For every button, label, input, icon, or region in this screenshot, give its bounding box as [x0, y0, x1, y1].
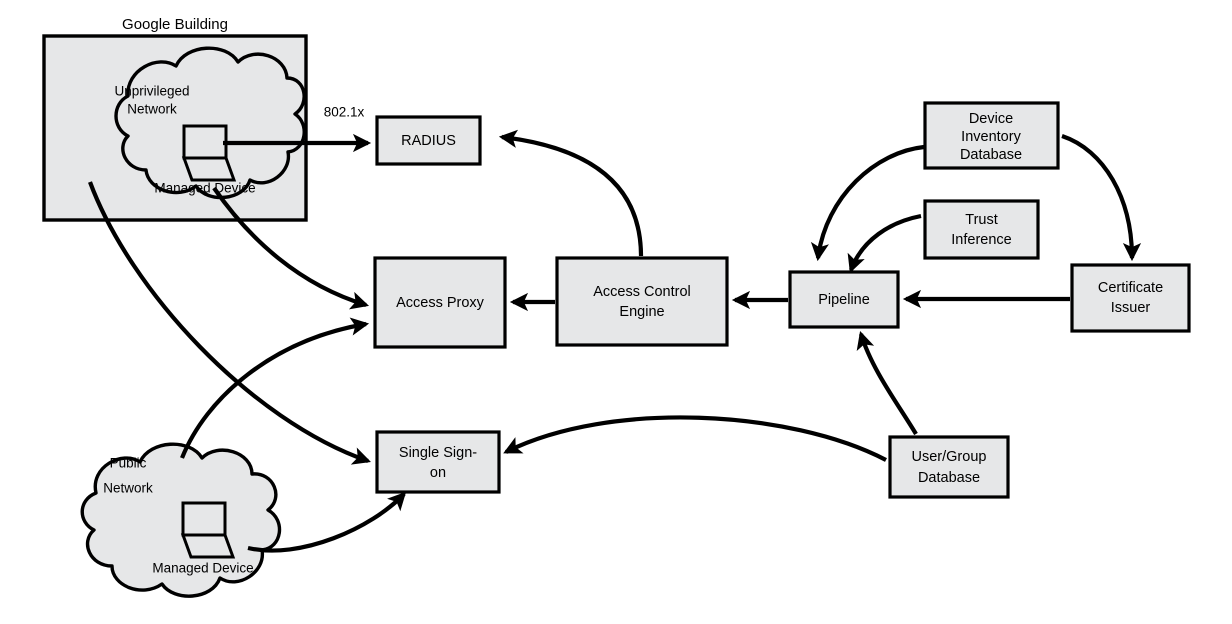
user-group-database-box-fill — [890, 437, 1008, 497]
node-access-control-engine[interactable]: Access Control Engine — [555, 256, 729, 347]
trust-inference-label-line2: Inference — [951, 232, 1011, 248]
certificate-issuer-box-fill — [1072, 265, 1189, 331]
edge-device-inventory-to-pipeline — [810, 144, 925, 262]
laptop-icon — [180, 501, 236, 559]
access-control-engine-box-fill — [557, 258, 727, 345]
edge-label-802-1x: 802.1x — [324, 105, 365, 120]
pipeline-label: Pipeline — [818, 292, 870, 308]
unprivileged-network-label-line1: Unprivileged — [114, 84, 189, 99]
user-group-database-label-line2: Database — [918, 470, 980, 486]
unprivileged-network-label-line2: Network — [127, 102, 177, 117]
device-inventory-database-label-line1: Device — [969, 111, 1013, 127]
user-group-database-box-border — [888, 435, 1010, 499]
device-inventory-database-label-line2: Inventory — [961, 129, 1021, 145]
radius-box-fill — [377, 117, 480, 164]
pipeline-box-fill — [790, 272, 898, 327]
access-proxy-box-fill — [375, 258, 505, 347]
node-single-sign-on[interactable]: Single Sign- on — [375, 430, 501, 494]
unprivileged-network-cloud-shape — [114, 46, 306, 200]
trust-inference-box-fill — [925, 201, 1038, 258]
access-control-engine-box-border — [555, 256, 729, 347]
edge-user-group-to-pipeline — [856, 330, 918, 436]
edge-user-group-to-single-sign-on — [503, 415, 887, 462]
node-user-group-database[interactable]: User/Group Database — [888, 435, 1010, 499]
cloud-public-network: Public Network Managed Device — [80, 442, 282, 598]
node-access-proxy[interactable]: Access Proxy — [373, 256, 507, 349]
certificate-issuer-label-line2: Issuer — [1111, 300, 1151, 316]
public-network-device-label: Managed Device — [152, 561, 253, 576]
trust-inference-label-line1: Trust — [965, 212, 998, 228]
access-control-engine-label-line2: Engine — [619, 304, 664, 320]
edge-public-network-to-access-proxy — [180, 317, 370, 459]
device-inventory-database-box-border — [923, 101, 1060, 170]
node-certificate-issuer[interactable]: Certificate Issuer — [1070, 263, 1191, 333]
access-proxy-box-border — [373, 256, 507, 349]
laptop-screen — [181, 501, 227, 537]
single-sign-on-label-line2: on — [430, 465, 446, 481]
device-inventory-database-box-fill — [925, 103, 1058, 168]
edge-unprivileged-network-to-single-sign-on — [88, 181, 371, 465]
edge-engine-to-radius — [498, 129, 644, 257]
single-sign-on-box-fill — [377, 432, 499, 492]
radius-box-border — [375, 115, 482, 166]
pipeline-box-border — [788, 270, 900, 329]
single-sign-on-label-line1: Single Sign- — [399, 445, 477, 461]
node-device-inventory-database[interactable]: Device Inventory Database — [923, 101, 1060, 170]
laptop-screen — [182, 124, 228, 160]
cloud-unprivileged-network: Unprivileged Network Managed Device — [114, 46, 306, 200]
access-proxy-label: Access Proxy — [396, 295, 485, 311]
public-network-label-line2: Network — [103, 481, 153, 496]
public-network-label-line1: Public — [110, 456, 147, 471]
laptop-base — [181, 156, 237, 182]
laptop-icon — [181, 124, 237, 182]
node-trust-inference[interactable]: Trust Inference — [923, 199, 1040, 260]
group-title-google-building: Google Building — [122, 16, 228, 33]
node-pipeline[interactable]: Pipeline — [788, 270, 900, 329]
node-radius[interactable]: RADIUS — [375, 115, 482, 166]
certificate-issuer-box-border — [1070, 263, 1191, 333]
edge-public-device-to-single-sign-on — [247, 491, 407, 553]
trust-inference-box-border — [923, 199, 1040, 260]
device-inventory-database-label-line3: Database — [960, 147, 1022, 163]
certificate-issuer-label-line1: Certificate — [1098, 280, 1163, 296]
access-control-engine-label-line1: Access Control — [593, 284, 691, 300]
single-sign-on-box-border — [375, 430, 501, 494]
edge-unprivileged-device-to-access-proxy — [212, 186, 370, 310]
user-group-database-label-line1: User/Group — [912, 449, 987, 465]
edge-trust-inference-to-pipeline — [847, 213, 922, 273]
laptop-base — [180, 533, 236, 559]
radius-label: RADIUS — [401, 133, 456, 149]
unprivileged-network-device-label: Managed Device — [154, 181, 255, 196]
edge-device-inventory-to-certificate-issuer — [1061, 134, 1142, 262]
